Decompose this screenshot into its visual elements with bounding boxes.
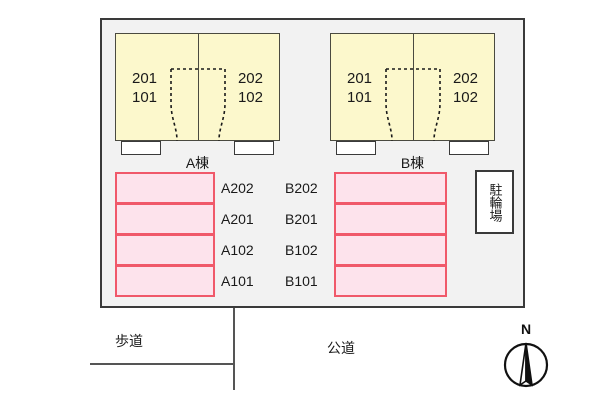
- building-b-entrance-right: [449, 141, 489, 155]
- building-b-unit-101: 101: [347, 89, 373, 106]
- building-a-label: A棟: [185, 155, 210, 171]
- compass-rose: N: [498, 322, 554, 394]
- parking-label-a101: A101: [221, 273, 254, 289]
- parking-label-a202: A202: [221, 180, 254, 196]
- building-a-unit-102: 102: [237, 89, 263, 106]
- sidewalk-label: 歩道: [115, 333, 143, 349]
- parking-label-b101: B101: [285, 273, 318, 289]
- building-a-center-divider: [197, 33, 199, 141]
- building-b-right-units: 202 102: [453, 69, 478, 107]
- building-b: 201 101 202 102 B棟: [330, 33, 495, 171]
- parking-stall-a202[interactable]: [115, 172, 215, 204]
- building-b-left-units: 201 101: [347, 69, 372, 107]
- building-b-unit-202: 202: [452, 70, 478, 87]
- building-a-entrance-left: [121, 141, 161, 155]
- building-b-unit-201: 201: [347, 70, 373, 87]
- parking-label-b102: B102: [285, 242, 318, 258]
- building-b-entrance-left: [336, 141, 376, 155]
- parking-stall-a101[interactable]: [115, 265, 215, 297]
- compass-needle-icon: [503, 342, 549, 388]
- building-a-right-units: 202 102: [238, 69, 263, 107]
- building-a: 201 101 202 102 A棟: [115, 33, 280, 171]
- bicycle-parking-area[interactable]: 駐輪場: [475, 170, 514, 234]
- parking-label-a102: A102: [221, 242, 254, 258]
- road-boundary-line: [233, 308, 235, 390]
- parking-stall-a201[interactable]: [115, 203, 215, 235]
- bicycle-parking-label: 駐輪場: [487, 182, 503, 222]
- parking-stall-a102[interactable]: [115, 234, 215, 266]
- site-boundary-frame: 201 101 202 102 A棟 201 101: [100, 18, 525, 308]
- parking-label-b202: B202: [285, 180, 318, 196]
- building-a-entrance-right: [234, 141, 274, 155]
- parking-stall-b201[interactable]: [334, 203, 447, 235]
- building-b-unit-102: 102: [452, 89, 478, 106]
- sidewalk-edge-line: [90, 363, 235, 365]
- compass-north-label: N: [520, 321, 532, 337]
- building-a-unit-201: 201: [132, 70, 158, 87]
- building-b-center-divider: [412, 33, 414, 141]
- parking-stall-b101[interactable]: [334, 265, 447, 297]
- parking-stall-b202[interactable]: [334, 172, 447, 204]
- building-a-unit-101: 101: [132, 89, 158, 106]
- building-a-unit-202: 202: [237, 70, 263, 87]
- building-b-label: B棟: [400, 155, 425, 171]
- public-road-label: 公道: [327, 340, 355, 356]
- parking-label-b201: B201: [285, 211, 318, 227]
- parking-stall-b102[interactable]: [334, 234, 447, 266]
- building-a-left-units: 201 101: [132, 69, 157, 107]
- parking-label-a201: A201: [221, 211, 254, 227]
